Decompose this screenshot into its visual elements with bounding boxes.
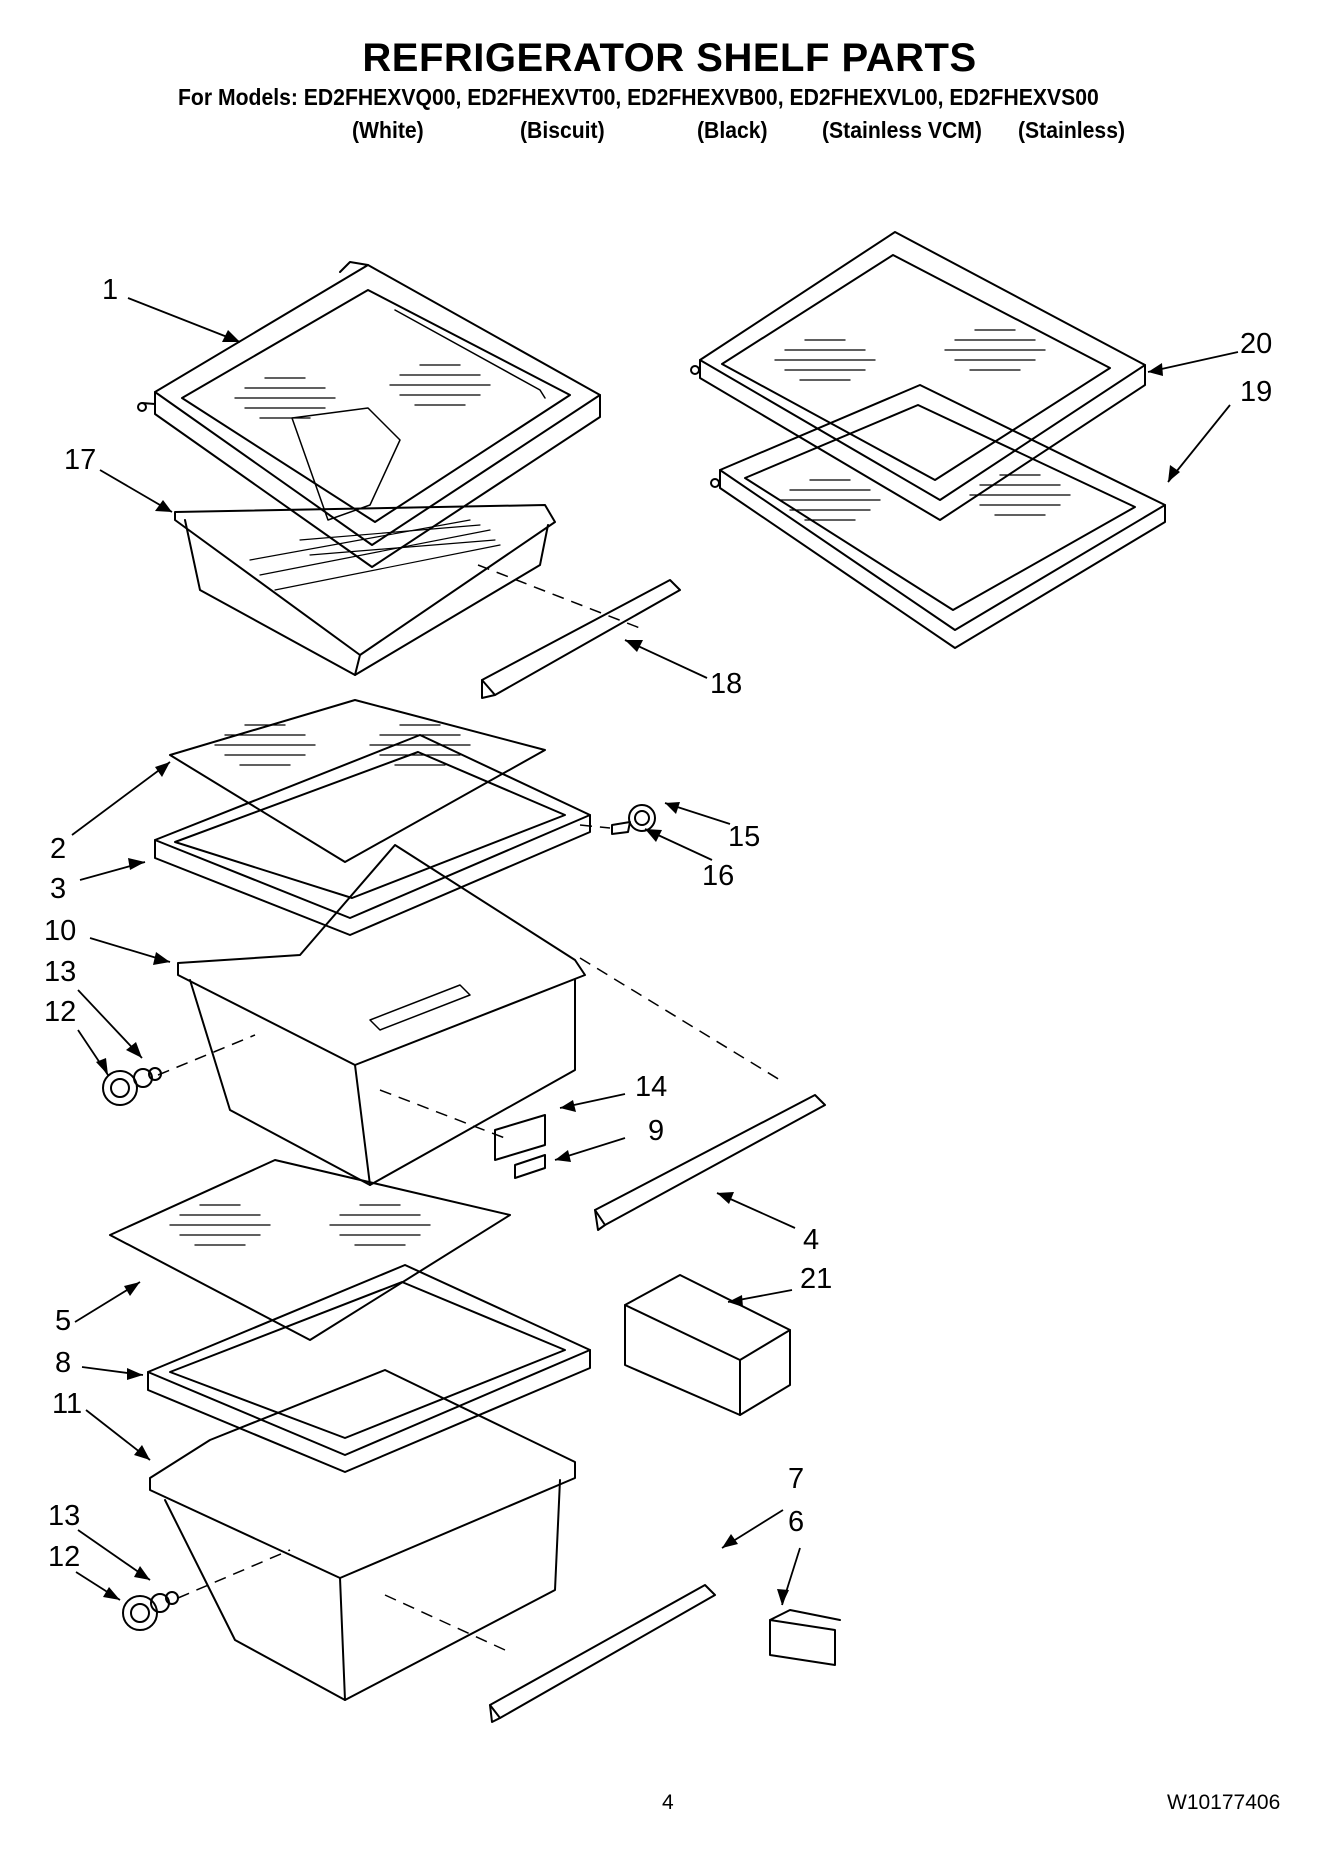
callout-label: 16 xyxy=(702,860,735,892)
upper-right-shelf-part-20 xyxy=(691,232,1145,520)
page-title: REFRIGERATOR SHELF PARTS xyxy=(362,36,977,80)
variant-label-stainless: (Stainless) xyxy=(1018,117,1126,143)
page-number: 4 xyxy=(662,1791,674,1814)
alignment-lines xyxy=(158,565,780,1650)
arrow-heads xyxy=(96,330,1180,1605)
models-line: For Models: ED2FHEXVQ00, ED2FHEXVT00, ED… xyxy=(178,84,1099,110)
crisper-drawer-part-11 xyxy=(150,1370,575,1700)
lower-right-shelf-part-19 xyxy=(711,385,1165,648)
crisper-tray-part-17 xyxy=(175,505,555,675)
knob-parts-12-13-lower xyxy=(123,1592,178,1630)
callout-label: 5 xyxy=(55,1305,72,1337)
callout-label: 4 xyxy=(803,1224,820,1256)
knob-parts-12-13-upper xyxy=(103,1068,161,1105)
callout-label: 19 xyxy=(1240,376,1273,408)
shelf-frame-part-8 xyxy=(148,1265,590,1472)
glass-shelf-part-2 xyxy=(170,700,545,862)
upper-shelf-part-1 xyxy=(138,262,600,567)
shelf-frame-part-3 xyxy=(155,735,590,935)
callout-label: 17 xyxy=(64,444,97,476)
document-number: W10177406 xyxy=(1167,1791,1281,1814)
callout-label: 21 xyxy=(800,1263,833,1295)
callout-label: 10 xyxy=(44,915,77,947)
trim-strip-part-7 xyxy=(490,1585,715,1722)
crisper-drawer-part-10 xyxy=(178,845,585,1185)
trim-strip-part-18 xyxy=(482,580,680,698)
callout-label: 13 xyxy=(48,1500,81,1532)
dairy-bin-part-21 xyxy=(625,1275,790,1415)
variant-label-stainless-vcm: (Stainless VCM) xyxy=(822,117,982,143)
callout-label: 2 xyxy=(50,833,67,865)
screw-parts-15-16 xyxy=(612,805,655,834)
divider-clip-parts-14-9 xyxy=(495,1115,545,1178)
callout-label: 9 xyxy=(648,1115,665,1147)
trim-strip-part-4 xyxy=(595,1095,825,1230)
variant-label-black: (Black) xyxy=(697,117,768,143)
glass-shelf-part-5 xyxy=(110,1160,510,1340)
clip-part-6 xyxy=(770,1610,840,1665)
callout-label: 6 xyxy=(788,1506,805,1538)
callout-label: 12 xyxy=(48,1541,81,1573)
callout-label: 20 xyxy=(1240,328,1273,360)
callout-label: 18 xyxy=(710,668,743,700)
variant-label-white: (White) xyxy=(352,117,424,143)
callout-label: 13 xyxy=(44,956,77,988)
callout-label: 8 xyxy=(55,1347,72,1379)
callout-label: 14 xyxy=(635,1071,668,1103)
callout-label: 12 xyxy=(44,996,77,1028)
callout-label: 3 xyxy=(50,873,67,905)
leader-arrows xyxy=(72,298,1238,1605)
callout-label: 1 xyxy=(102,274,119,306)
variant-label-biscuit: (Biscuit) xyxy=(520,117,605,143)
callout-label: 15 xyxy=(728,821,761,853)
callout-label: 11 xyxy=(52,1388,83,1420)
callout-label: 7 xyxy=(788,1463,805,1495)
